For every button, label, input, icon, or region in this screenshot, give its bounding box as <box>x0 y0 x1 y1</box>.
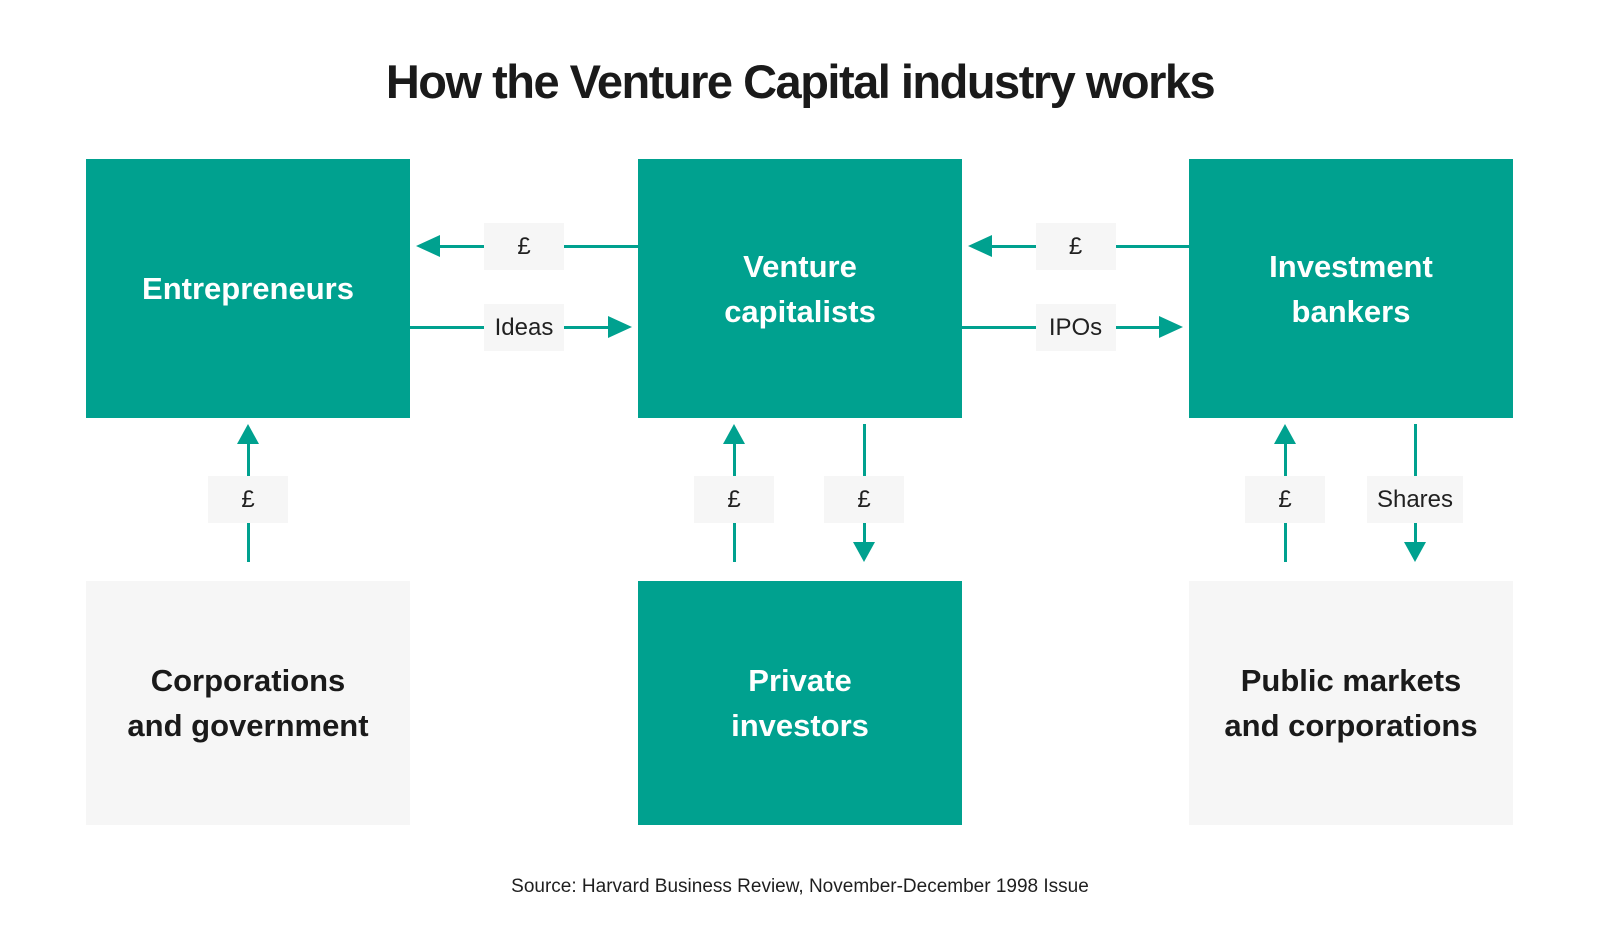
node-venture-capitalists: Venture capitalists <box>638 159 962 418</box>
arrow-right-icon <box>608 316 632 338</box>
node-entrepreneurs-label: Entrepreneurs <box>142 271 354 306</box>
flow-shares-bankers-to-public: Shares <box>1366 424 1464 562</box>
node-private-investors-label: Private investors <box>731 663 869 743</box>
arrow-down-icon <box>1404 542 1426 562</box>
flow-shares-label: Shares <box>1366 476 1464 523</box>
node-public-markets-and-corporations: Public markets and corporations <box>1189 581 1513 825</box>
node-venture-capitalists-label: Venture capitalists <box>724 248 876 329</box>
flow-ideas-entrepreneurs-to-vc: Ideas <box>410 304 638 351</box>
flow-ipos-label: IPOs <box>1035 304 1116 351</box>
flow-money-label: £ <box>824 476 904 523</box>
flow-money-label: £ <box>484 223 564 270</box>
flow-money-public-to-bankers: £ <box>1245 424 1325 562</box>
arrow-up-icon <box>237 424 259 444</box>
arrow-down-icon <box>853 542 875 562</box>
node-public-markets-and-corporations-label: Public markets and corporations <box>1224 663 1478 743</box>
flow-money-label: £ <box>1245 476 1325 523</box>
node-corporations-and-government-label: Corporations and government <box>127 663 369 743</box>
node-investment-bankers-label: Investment bankers <box>1269 248 1433 329</box>
node-corporations-and-government: Corporations and government <box>86 581 410 825</box>
flow-money-bankers-to-vc: £ <box>962 223 1189 270</box>
arrow-up-icon <box>723 424 745 444</box>
arrow-up-icon <box>1274 424 1296 444</box>
flow-money-label: £ <box>1035 223 1116 270</box>
flow-ipos-vc-to-bankers: IPOs <box>962 304 1189 351</box>
arrow-left-icon <box>968 235 992 257</box>
flow-money-vc-to-private: £ <box>824 424 904 562</box>
node-investment-bankers: Investment bankers <box>1189 159 1513 418</box>
flow-money-vc-to-entrepreneurs: £ <box>410 223 638 270</box>
flow-money-private-to-vc: £ <box>694 424 774 562</box>
node-entrepreneurs: Entrepreneurs <box>86 159 410 418</box>
flow-money-corporations-to-entrepreneurs: £ <box>208 424 288 562</box>
flow-money-label: £ <box>694 476 774 523</box>
source-caption: Source: Harvard Business Review, Novembe… <box>511 876 1089 897</box>
diagram-title: How the Venture Capital industry works <box>385 55 1216 108</box>
flow-ideas-label: Ideas <box>484 304 564 351</box>
flow-money-label: £ <box>208 476 288 523</box>
arrow-right-icon <box>1159 316 1183 338</box>
arrow-left-icon <box>416 235 440 257</box>
node-private-investors: Private investors <box>638 581 962 825</box>
